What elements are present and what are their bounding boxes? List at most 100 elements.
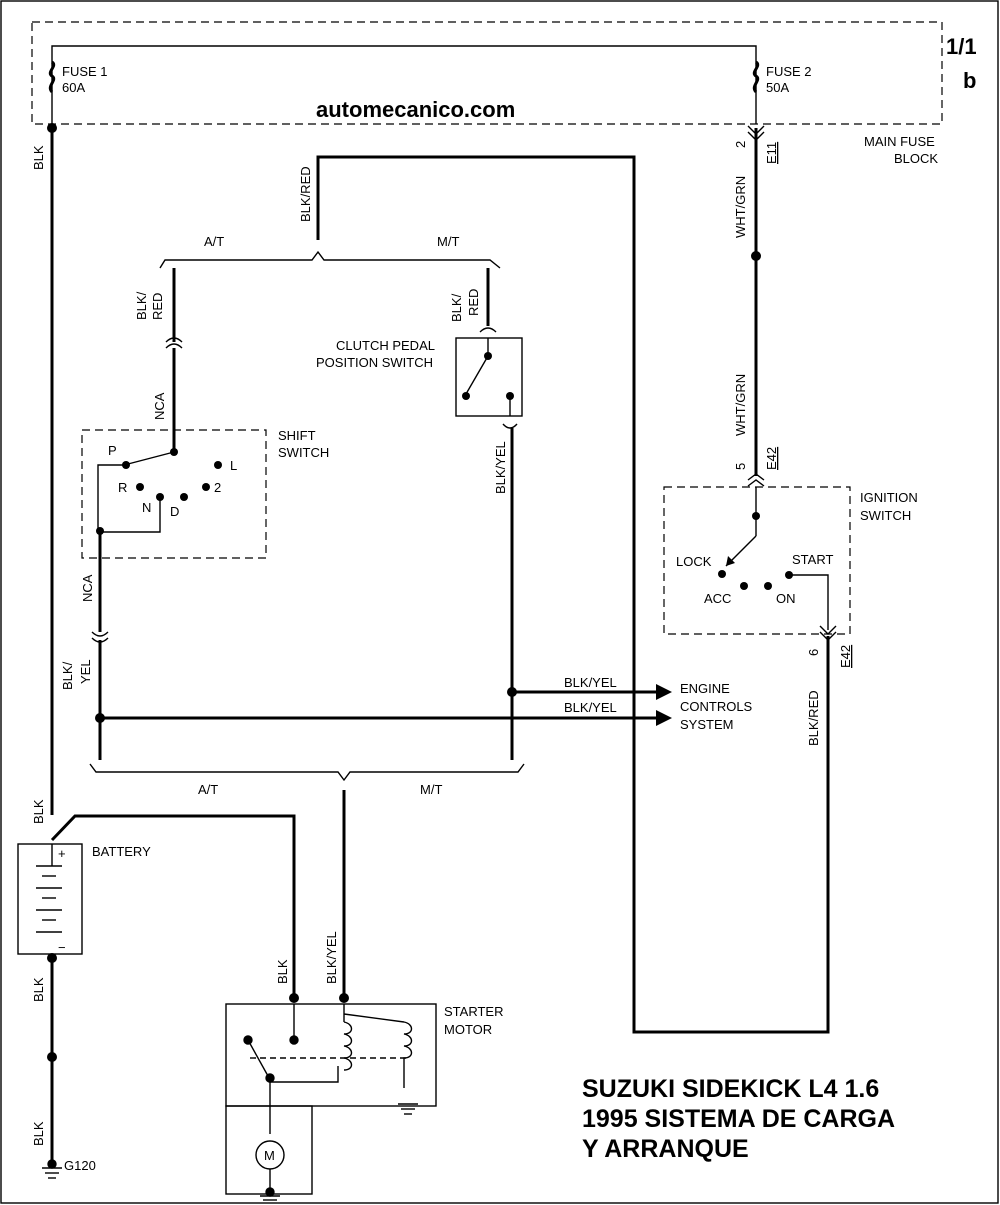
arrow-ecs-at — [656, 710, 672, 726]
arrow-ecs-mt — [656, 684, 672, 700]
wire-label-red-2: RED — [466, 289, 481, 316]
shift-p-link — [97, 464, 126, 530]
ignition-label-1: IGNITION — [860, 490, 918, 505]
ecs-label-3: SYSTEM — [680, 717, 733, 732]
wire-label-nca-2: NCA — [80, 574, 95, 602]
wire-label-blk-slash-3: BLK/ — [449, 293, 464, 322]
fuse1-rating: 60A — [62, 80, 85, 95]
wire-label-yel-1: YEL — [78, 659, 93, 684]
e42-bottom-name: E42 — [838, 645, 853, 668]
battery-cells — [36, 844, 62, 933]
e42-top-pin: 5 — [733, 463, 748, 470]
clutch-switch-label-2: POSITION SWITCH — [316, 355, 433, 370]
ignition-label-2: SWITCH — [860, 508, 911, 523]
ignition-on — [764, 582, 772, 590]
connector-at-1 — [165, 337, 183, 349]
ignition-pos-on: ON — [776, 591, 796, 606]
ignition-pos-acc: ACC — [704, 591, 731, 606]
e42-bottom-pin: 6 — [806, 649, 821, 656]
branch-at-top: A/T — [204, 234, 224, 249]
shift-switch-outline — [81, 429, 267, 559]
caption-line-1: SUZUKI SIDEKICK L4 1.6 — [582, 1075, 879, 1103]
branch-mt-top: M/T — [437, 234, 459, 249]
brace-bottom — [89, 763, 525, 782]
ground-label: G120 — [64, 1158, 96, 1173]
wire-label-blk-red-1: BLK/RED — [298, 166, 313, 222]
ignition-acc — [740, 582, 748, 590]
ecs-label-1: ENGINE — [680, 681, 730, 696]
wire-label-blk-2: BLK — [31, 799, 46, 824]
starter-internals — [243, 1004, 418, 1115]
wire-label-blk-5: BLK — [275, 959, 290, 984]
clutch-contact-left — [462, 392, 470, 400]
shift-d — [180, 493, 188, 501]
ground-g120-symbol — [42, 1159, 62, 1179]
shift-r — [136, 483, 144, 491]
main-fuse-block-label-2: BLOCK — [894, 151, 938, 166]
branch-at-bottom: A/T — [198, 782, 218, 797]
wire-label-wht-grn-1: WHT/GRN — [733, 176, 748, 238]
caption-line-3: Y ARRANQUE — [582, 1135, 749, 1163]
connector-e42-top — [747, 473, 765, 487]
wire-label-wht-grn-2: WHT/GRN — [733, 374, 748, 436]
ignition-pos-lock: LOCK — [676, 554, 712, 569]
shift-pos-p: P — [108, 443, 117, 458]
shift-pos-l: L — [230, 458, 237, 473]
wire-label-red-1: RED — [150, 293, 165, 320]
e11-name: E11 — [764, 142, 779, 164]
battery — [17, 843, 83, 955]
brace-top — [159, 250, 501, 269]
main-fuse-block-outline — [31, 21, 943, 125]
splice-ground — [47, 1052, 57, 1062]
shift-switch-label-1: SHIFT — [278, 428, 316, 443]
wire-label-blk-yel-3: BLK/YEL — [564, 700, 617, 715]
branch-mt-bottom: M/T — [420, 782, 442, 797]
ignition-blade-tip — [726, 556, 735, 566]
starter-motor-box — [225, 1003, 437, 1107]
shift-switch-label-2: SWITCH — [278, 445, 329, 460]
ignition-lock — [718, 570, 726, 578]
clutch-switch — [455, 337, 523, 417]
shift-n-link — [100, 497, 161, 533]
ignition-switch-outline — [663, 486, 851, 635]
starter-terminal-blk — [289, 993, 299, 1003]
shift-contact-arm — [127, 451, 175, 465]
battery-minus: − — [58, 940, 66, 955]
motor-ground-symbol — [260, 1169, 280, 1201]
e42-top-name: E42 — [764, 447, 779, 470]
wire-blk-red-main — [316, 155, 830, 1034]
fuse2-name: FUSE 2 — [766, 64, 812, 79]
fuse2-rating: 50A — [766, 80, 789, 95]
motor-symbol-label: M — [264, 1148, 275, 1163]
caption-line-2: 1995 SISTEMA DE CARGA — [582, 1105, 895, 1133]
shift-l — [214, 461, 222, 469]
page-ref-top: 1/1 — [946, 34, 977, 59]
battery-plus: + — [58, 846, 66, 861]
shift-pos-r: R — [118, 480, 127, 495]
fuse2-symbol — [752, 60, 760, 94]
wire-label-blk-1: BLK — [31, 145, 46, 170]
wire-label-nca-1: NCA — [152, 392, 167, 420]
fuse1-symbol — [48, 60, 56, 94]
wire-label-blk-slash-2: BLK/ — [60, 661, 75, 690]
e11-pin: 2 — [733, 141, 748, 148]
battery-label: BATTERY — [92, 844, 151, 859]
wire-label-blk-slash-1: BLK/ — [134, 291, 149, 320]
wire-label-blk-4: BLK — [31, 1121, 46, 1146]
clutch-blade — [465, 355, 489, 395]
shift-2 — [202, 483, 210, 491]
ecs-label-2: CONTROLS — [680, 699, 753, 714]
ignition-start-lead — [789, 574, 829, 630]
starter-label-2: MOTOR — [444, 1022, 492, 1037]
wire-label-blk-yel-2: BLK/YEL — [564, 675, 617, 690]
clutch-switch-label-1: CLUTCH PEDAL — [336, 338, 435, 353]
wire-label-blk-red-2: BLK/RED — [806, 690, 821, 746]
connector-e42-bottom — [819, 625, 837, 641]
connector-clutch-top — [479, 327, 497, 333]
starter-terminal-blk-yel — [339, 993, 349, 1003]
wire-blk-starter — [50, 814, 296, 998]
fuse1-name: FUSE 1 — [62, 64, 108, 79]
ignition-pos-start: START — [792, 552, 833, 567]
